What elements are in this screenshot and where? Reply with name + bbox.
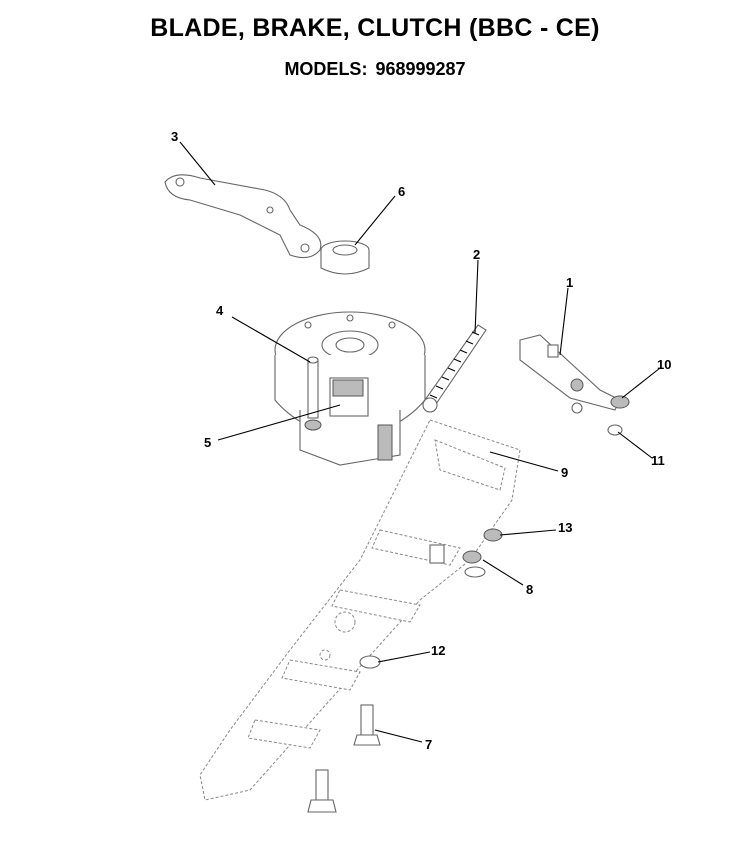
callout-4: 4 <box>216 303 224 318</box>
callout-1: 1 <box>566 275 573 290</box>
callout-7: 7 <box>425 737 432 752</box>
brake-arm <box>164 174 322 259</box>
callout-13: 13 <box>558 520 572 535</box>
blade-bolts <box>307 704 381 813</box>
callout-5: 5 <box>204 435 211 450</box>
bracket-fasteners <box>607 395 630 436</box>
callout-3: 3 <box>171 129 178 144</box>
callout-6: 6 <box>398 184 405 199</box>
spring <box>422 324 487 413</box>
blade-nuts <box>462 528 503 578</box>
models-label: MODELS: <box>284 59 368 79</box>
models-value: 968999287 <box>375 59 466 79</box>
clutch-assembly <box>274 311 426 466</box>
callout-8: 8 <box>526 582 533 597</box>
callout-2: 2 <box>473 247 480 262</box>
callout-12: 12 <box>431 643 445 658</box>
bracket <box>519 334 621 414</box>
callout-11: 11 <box>651 453 665 468</box>
callout-10: 10 <box>657 357 671 372</box>
models-line: MODELS: 968999287 <box>0 59 750 80</box>
bushing <box>320 240 370 275</box>
callout-9: 9 <box>561 465 568 480</box>
washer <box>359 655 381 669</box>
pin <box>304 356 322 431</box>
page-title: BLADE, BRAKE, CLUTCH (BBC - CE) <box>150 14 600 42</box>
leader-lines <box>179 141 661 743</box>
